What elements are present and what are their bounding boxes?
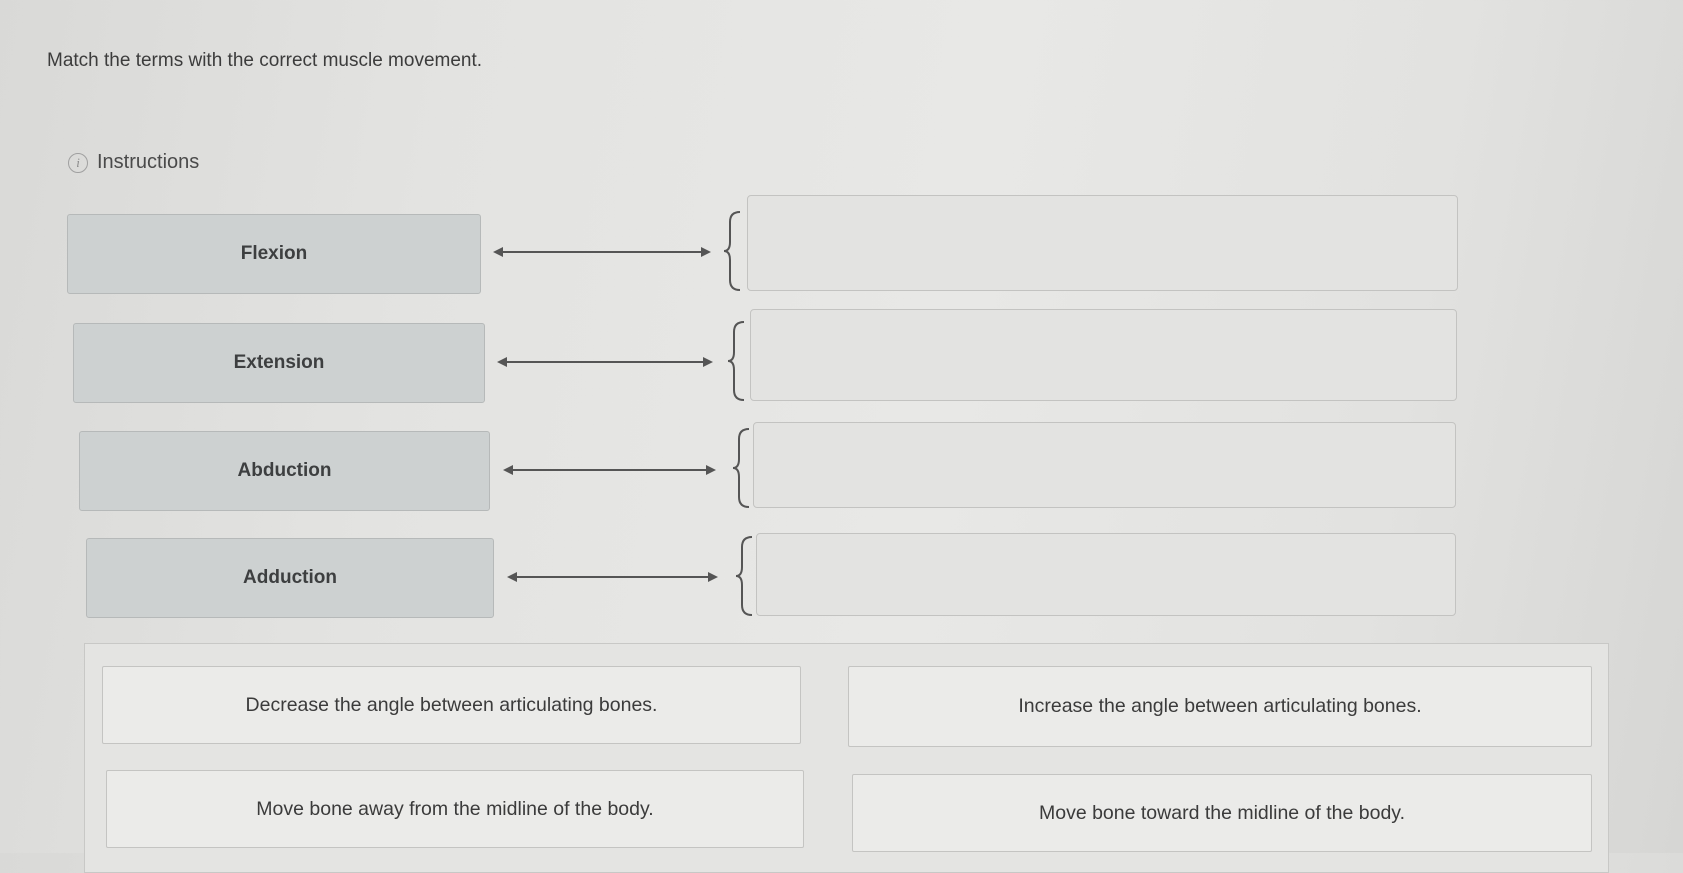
answer-chip-increase-angle[interactable]: Increase the angle between articulating … (848, 666, 1592, 747)
curly-brace-icon (734, 535, 756, 617)
instructions-label: Instructions (97, 151, 200, 173)
answer-chip-move-away[interactable]: Move bone away from the midline of the b… (106, 770, 804, 848)
term-flexion[interactable]: Flexion (67, 214, 481, 294)
drop-target-adduction[interactable] (756, 533, 1456, 616)
drop-target-abduction[interactable] (753, 422, 1456, 508)
drop-target-extension[interactable] (750, 309, 1457, 401)
curly-brace-icon (731, 427, 753, 509)
info-icon: i (68, 152, 88, 173)
answer-chip-decrease-angle[interactable]: Decrease the angle between articulating … (102, 666, 801, 744)
curly-brace-icon (726, 320, 748, 402)
double-arrow-icon (503, 464, 716, 476)
term-abduction[interactable]: Abduction (79, 431, 490, 511)
term-extension[interactable]: Extension (73, 323, 485, 403)
double-arrow-icon (493, 246, 711, 258)
question-prompt: Match the terms with the correct muscle … (47, 50, 483, 71)
double-arrow-icon (497, 356, 713, 368)
term-adduction[interactable]: Adduction (86, 538, 494, 618)
curly-brace-icon (722, 210, 744, 292)
answer-chip-move-toward[interactable]: Move bone toward the midline of the body… (852, 774, 1592, 852)
double-arrow-icon (507, 571, 718, 583)
instructions-toggle[interactable]: i Instructions (68, 151, 199, 174)
drop-target-flexion[interactable] (747, 195, 1458, 291)
